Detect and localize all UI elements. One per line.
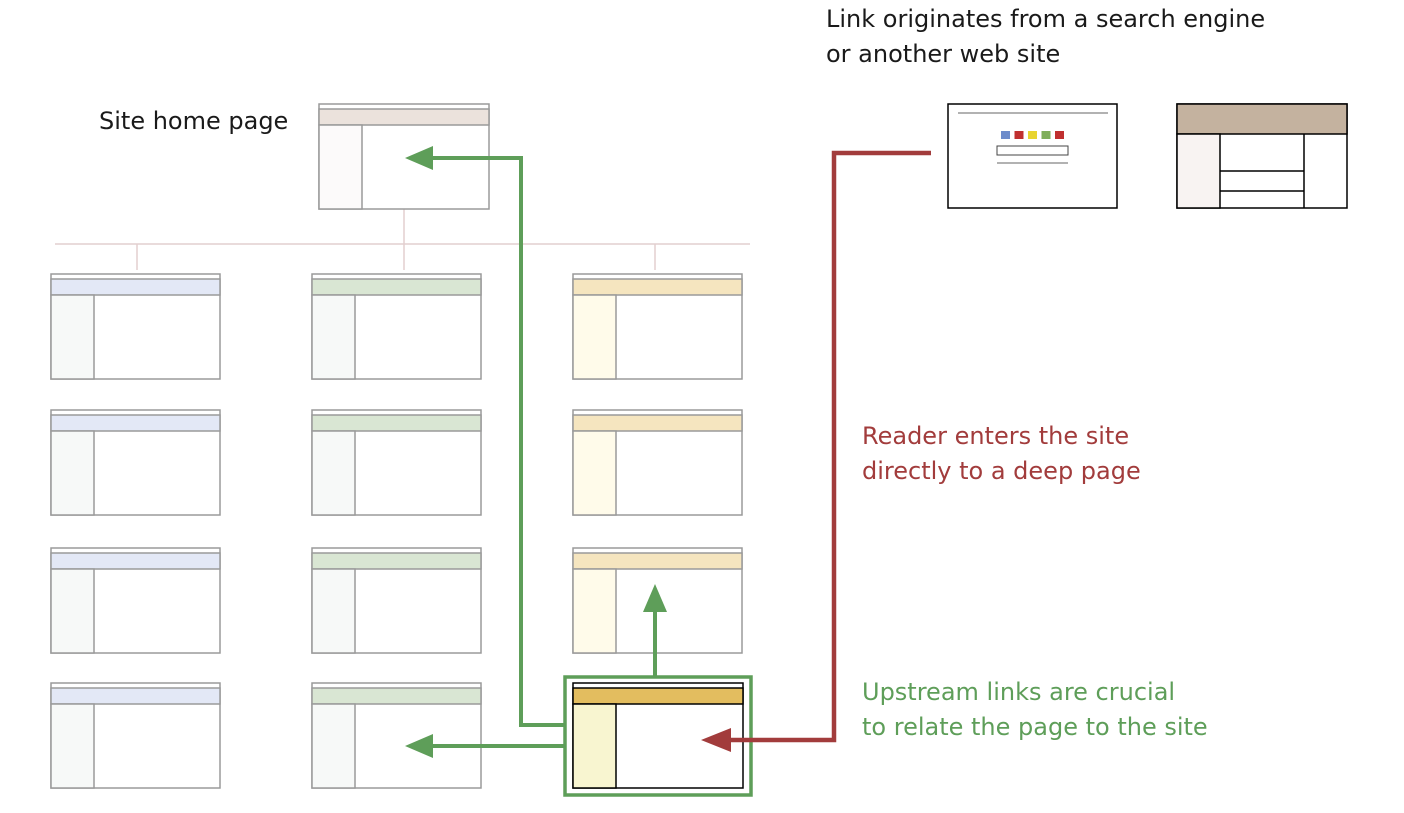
- section-3-page-3-header: [572, 552, 743, 570]
- link-source-label-line1: Link originates from a search engine: [826, 5, 1266, 33]
- section-3-page-1-sidebar: [572, 294, 617, 380]
- section-2-page-4-header: [311, 687, 482, 705]
- section-1-page-3-sidebar: [50, 568, 95, 654]
- section-1-page-3-header: [50, 552, 221, 570]
- current-page-thumbnail: [572, 682, 744, 789]
- section-1-page-4: [50, 682, 221, 789]
- section-3-page-1: [572, 273, 743, 380]
- section-1-page-1-sidebar: [50, 294, 95, 380]
- link-source-label: Link originates from a search engine or …: [826, 2, 1265, 72]
- section-1-page-1-header: [50, 278, 221, 296]
- section-2-page-3-header: [311, 552, 482, 570]
- section-1-page-1: [50, 273, 221, 380]
- external-web-site-page: [1176, 103, 1348, 209]
- section-2-page-4: [311, 682, 482, 789]
- upstream-arrow-to-home: [405, 146, 565, 727]
- link-source-label-line2: or another web site: [826, 40, 1061, 68]
- section-3-page-3-sidebar: [572, 568, 617, 654]
- current-page-thumbnail-sidebar: [572, 703, 617, 789]
- external-site-header: [1176, 103, 1348, 135]
- section-3-page-3: [572, 547, 743, 654]
- home-page-label: Site home page: [99, 104, 288, 139]
- search-logo-square-2: [1014, 131, 1024, 139]
- upstream-links-label: Upstream links are crucial to relate the…: [862, 675, 1208, 745]
- section-1-page-2-header: [50, 414, 221, 432]
- section-1-page-2: [50, 409, 221, 516]
- home-page-thumbnail: [318, 103, 490, 210]
- search-logo-square-5: [1055, 131, 1064, 139]
- section-3-page-2: [572, 409, 743, 516]
- site-tree-connectors: [55, 209, 750, 270]
- search-logo-square-1: [1001, 131, 1010, 139]
- reader-entry-arrow: [701, 150, 931, 752]
- section-1-page-4-sidebar: [50, 703, 95, 789]
- section-2-page-1: [311, 273, 482, 380]
- search-engine-page: [947, 103, 1118, 209]
- section-2-page-1-header: [311, 278, 482, 296]
- search-box: [996, 145, 1069, 156]
- reader-entry-label-line2: directly to a deep page: [862, 457, 1141, 485]
- search-logo-square-4: [1041, 131, 1051, 139]
- section-1-page-4-header: [50, 687, 221, 705]
- section-1-page-3: [50, 547, 221, 654]
- section-1-page-2-sidebar: [50, 430, 95, 516]
- section-3-page-1-header: [572, 278, 743, 296]
- home-page-thumbnail-sidebar: [318, 124, 363, 210]
- upstream-links-label-line1: Upstream links are crucial: [862, 678, 1176, 706]
- section-2-page-1-sidebar: [311, 294, 356, 380]
- search-engine-frame: [947, 103, 1118, 209]
- external-site-sidebar: [1176, 133, 1221, 209]
- section-3-page-2-header: [572, 414, 743, 432]
- current-page-highlight: [563, 675, 753, 797]
- home-page-label-text: Site home page: [99, 107, 289, 135]
- upstream-links-label-line2: to relate the page to the site: [862, 713, 1208, 741]
- site-pages: [50, 103, 743, 789]
- reader-entry-label: Reader enters the site directly to a dee…: [862, 419, 1141, 489]
- section-2-page-4-sidebar: [311, 703, 356, 789]
- section-2-page-2-sidebar: [311, 430, 356, 516]
- section-2-page-2: [311, 409, 482, 516]
- reader-entry-label-line1: Reader enters the site: [862, 422, 1130, 450]
- section-2-page-2-header: [311, 414, 482, 432]
- section-2-page-3: [311, 547, 482, 654]
- current-deep-page: [563, 675, 753, 797]
- current-page-thumbnail-header: [572, 687, 744, 705]
- section-2-page-3-sidebar: [311, 568, 356, 654]
- section-3-page-2-sidebar: [572, 430, 617, 516]
- search-logo-square-3: [1028, 131, 1037, 139]
- link-arrows: [405, 146, 931, 758]
- home-page-thumbnail-header: [318, 108, 490, 126]
